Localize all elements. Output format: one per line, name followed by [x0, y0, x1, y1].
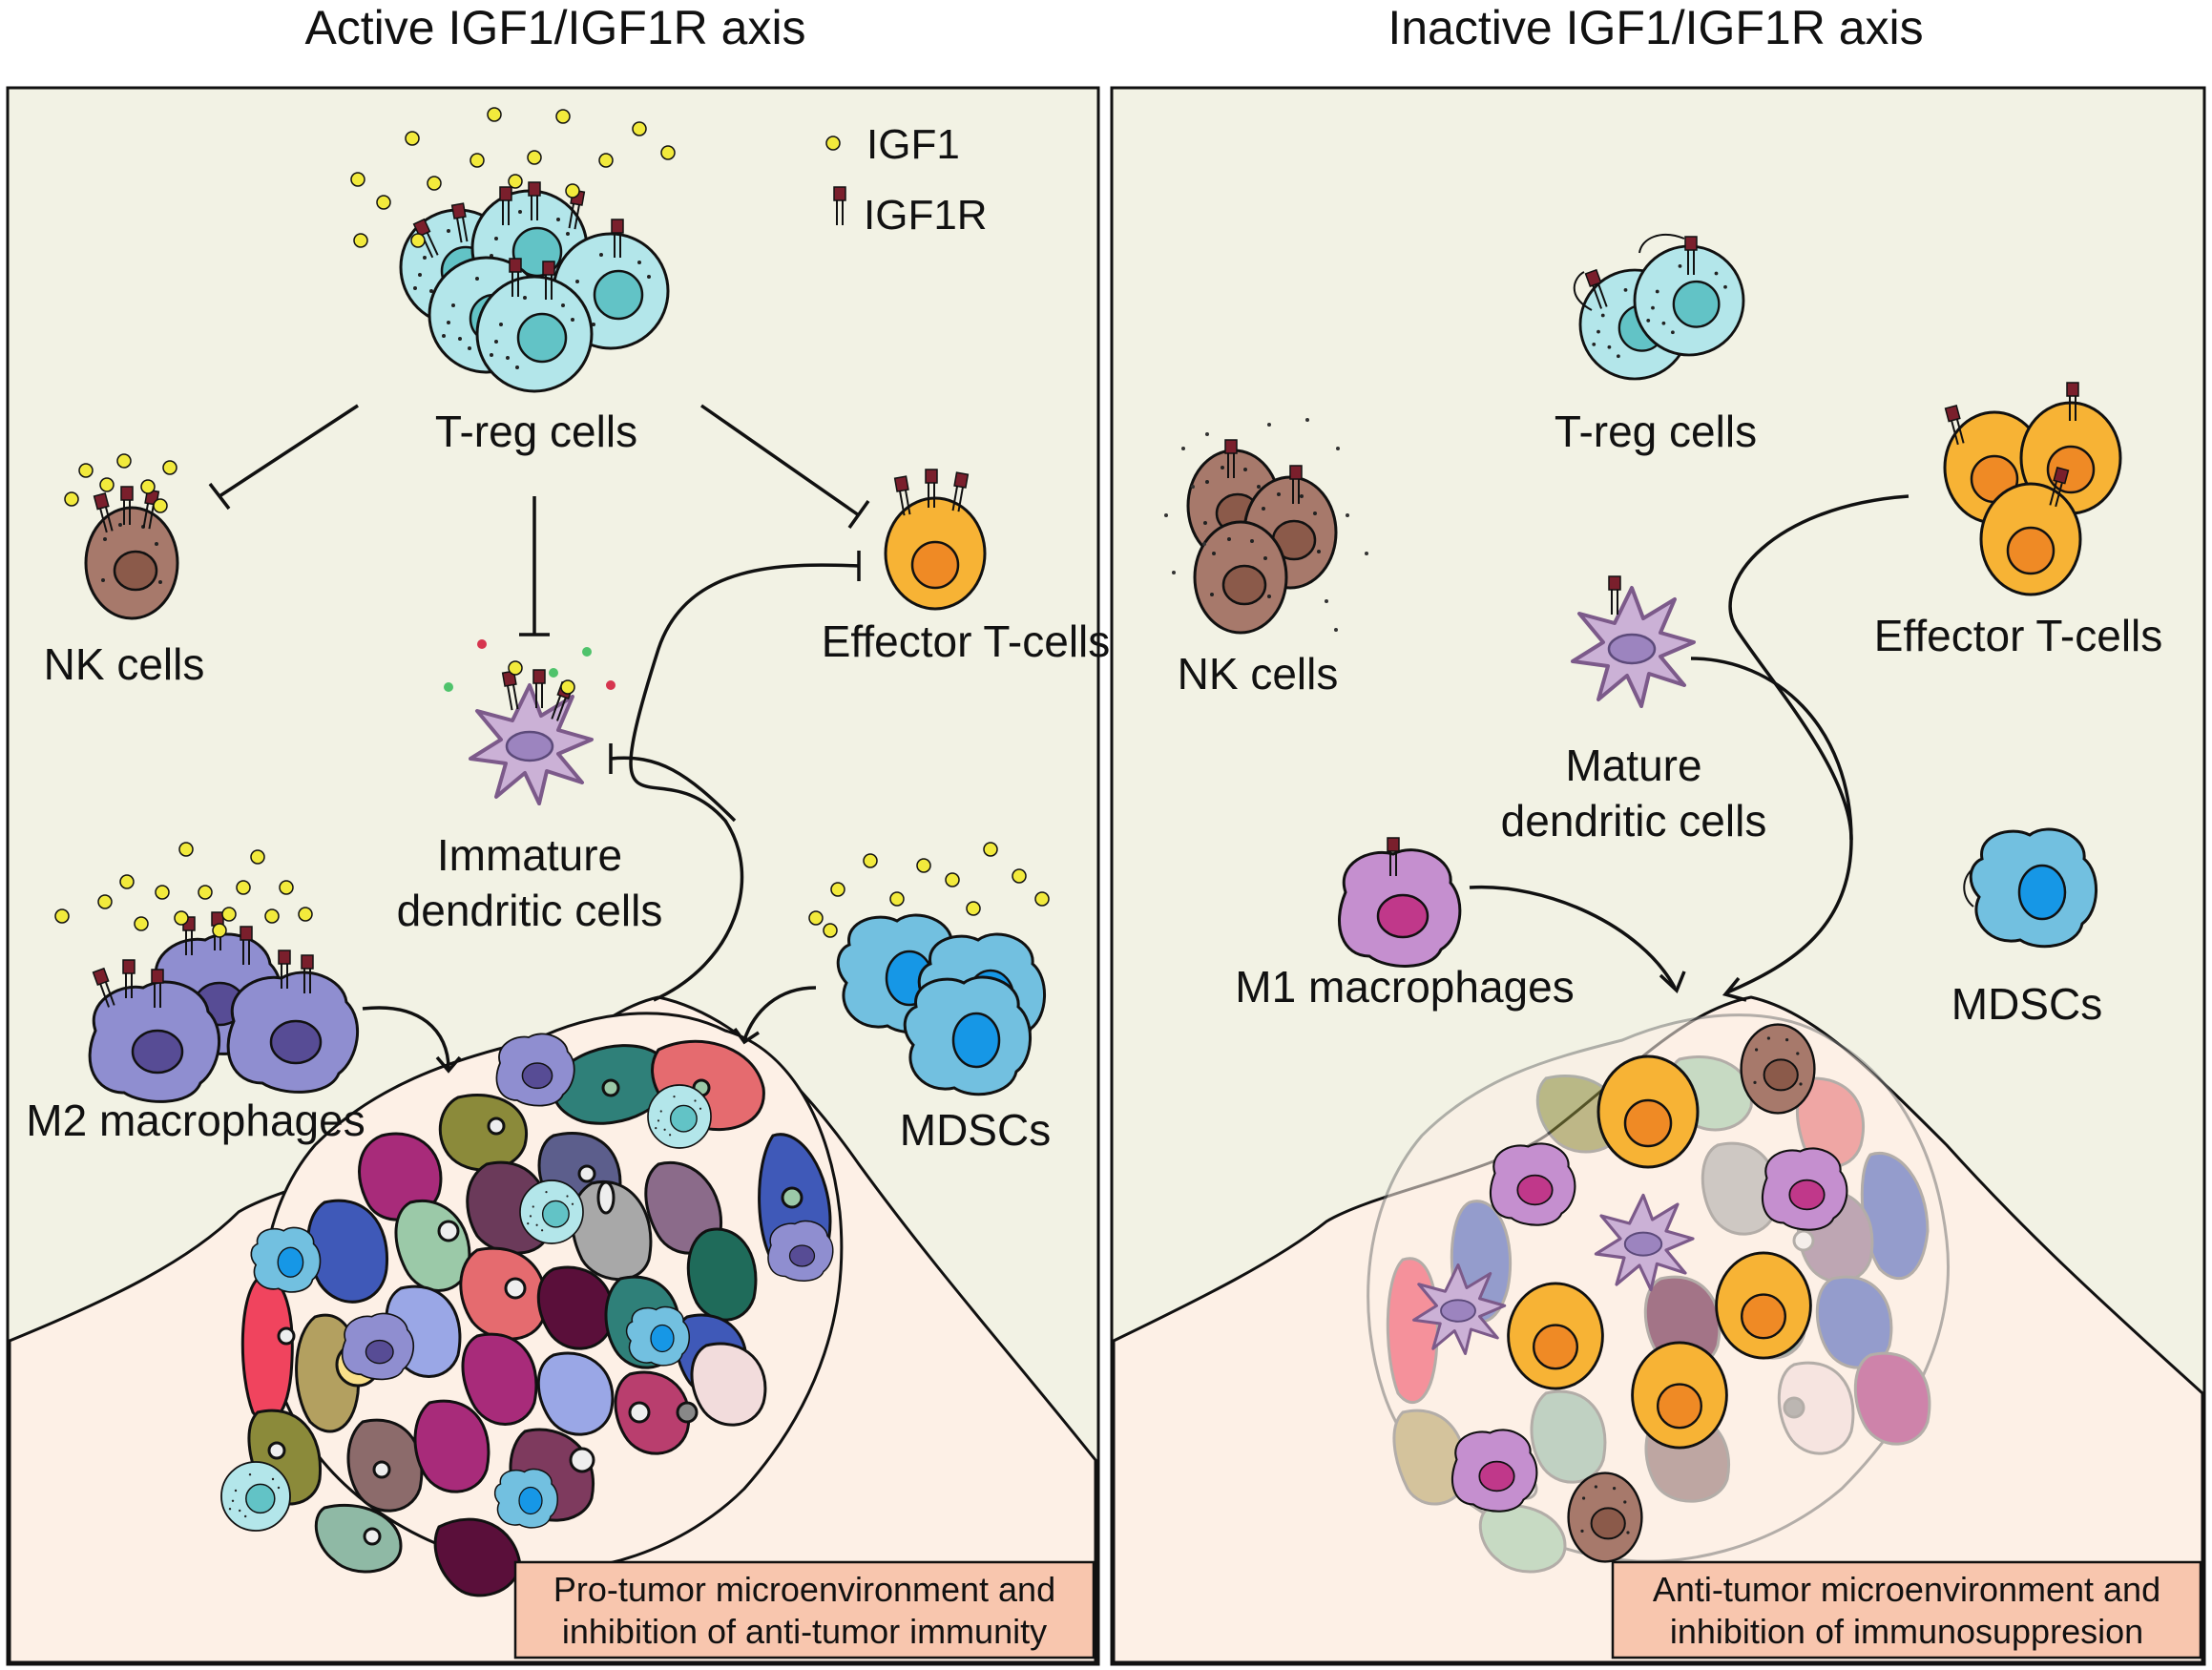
legend-igf1-label: IGF1: [866, 121, 960, 168]
inactive-panel-title: Inactive IGF1/IGF1R axis: [1388, 1, 1923, 54]
inactive-m1-label: M1 macrophages: [1235, 962, 1574, 1012]
tumor-mass: [240, 1012, 844, 1597]
inactive-mdsc: [1969, 827, 2098, 949]
active-result-line2: inhibition of anti-tumor immunity: [562, 1612, 1047, 1651]
legend: IGF1 IGF1R: [825, 121, 988, 239]
inactive-panel: T-reg cells NK cells Effector T-cells: [1110, 86, 2206, 1666]
legend-igf1r-label: IGF1R: [864, 192, 988, 239]
active-treg-label: T-reg cells: [435, 407, 637, 456]
active-nk-label: NK cells: [44, 639, 205, 689]
active-mdsc-label: MDSCs: [900, 1105, 1051, 1155]
igf1-legend-icon: [825, 136, 841, 151]
inactive-dc-label-line2: dendritic cells: [1501, 796, 1767, 845]
inactive-mdsc-label: MDSCs: [1951, 979, 2102, 1029]
inactive-effector-label: Effector T-cells: [1874, 611, 2163, 660]
active-m2-label: M2 macrophages: [26, 1096, 365, 1145]
active-dc-label-line2: dendritic cells: [397, 886, 663, 935]
inactive-result-box: Anti-tumor microenvironment and inhibiti…: [1611, 1560, 2202, 1660]
active-dc-label-line1: Immature: [437, 830, 622, 880]
active-effector-label: Effector T-cells: [822, 616, 1111, 666]
inactive-treg-cluster: [1573, 234, 1745, 381]
inactive-arrows: [1469, 494, 1909, 1002]
active-arrows: [208, 404, 870, 1074]
inactive-nk-label: NK cells: [1178, 649, 1339, 699]
active-panel: IGF1 IGF1R T-reg cells NK cells Effector…: [6, 86, 1111, 1666]
inactive-result-line1: Anti-tumor microenvironment and: [1653, 1570, 2160, 1609]
active-result-box: Pro-tumor microenvironment and inhibitio…: [513, 1560, 1096, 1660]
active-panel-title: Active IGF1/IGF1R axis: [304, 1, 805, 54]
inactive-dc-label-line1: Mature: [1565, 741, 1701, 790]
inactive-result-line2: inhibition of immunosuppresion: [1670, 1612, 2143, 1651]
inactive-treg-label: T-reg cells: [1555, 407, 1757, 456]
active-result-line1: Pro-tumor microenvironment and: [553, 1570, 1055, 1609]
